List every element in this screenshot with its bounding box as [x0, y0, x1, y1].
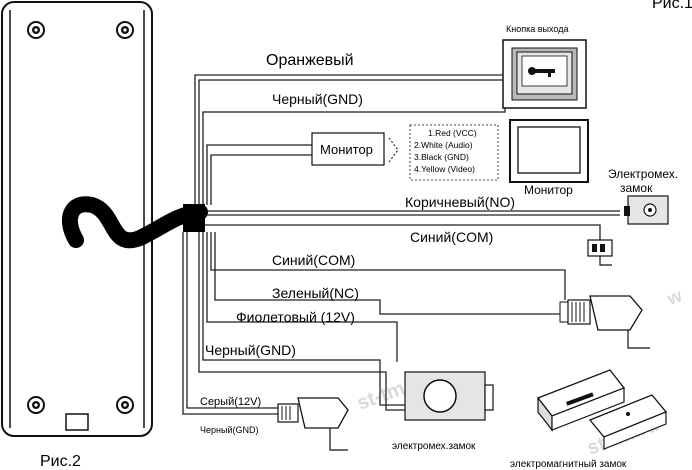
dc-plug-icon: [587, 239, 613, 266]
wire-label-black-gnd: Черный(GND): [272, 91, 363, 107]
wire-label-violet-12v: Фиолетовый (12V): [236, 309, 355, 325]
pinout-line: 2.White (Audio): [414, 140, 473, 150]
screw-icon: [27, 396, 45, 414]
monitor-icon: [509, 119, 589, 183]
wire-label-blue-com: Синий(COM): [410, 229, 493, 245]
electromech-lock-icon: [624, 195, 669, 225]
pinout-line: 4.Yellow (Video): [414, 164, 475, 174]
electromagnetic-lock-icon: [536, 369, 668, 450]
monitor-label: Монитор: [524, 183, 573, 197]
pinout-box: [409, 124, 499, 181]
electromagnetic-lock-label: электромагнитный замок: [510, 459, 627, 470]
electromech-lock-label: Электромех.: [608, 167, 678, 181]
pinout-line: 3.Black (GND): [414, 152, 469, 162]
cable-bundle: [61, 196, 208, 249]
screw-icon: [27, 21, 45, 39]
wire-label-grey-12v: Серый(12V): [200, 396, 261, 408]
screw-icon: [116, 396, 134, 414]
exit-button-label: Кнопка выхода: [506, 24, 568, 34]
power-adapter-icon: [559, 295, 650, 349]
electromech-lock-label: замок: [620, 181, 653, 195]
monitor-box-label: Монитор: [320, 142, 373, 157]
panel-tab: [65, 413, 89, 431]
wire-label-blue-com: Синий(COM): [272, 252, 355, 268]
wire-label-brown-no: Коричневый(NO): [405, 194, 515, 210]
figure-tag-bottom: Рис.2: [40, 453, 81, 470]
wire-label-black-gnd: Черный(GND): [205, 342, 296, 358]
electromech-lock-bottom-label: электромех.замок: [392, 441, 476, 452]
figure-tag-top: Рис.1: [652, 0, 692, 12]
watermark: w: [664, 285, 686, 309]
wires: [182, 74, 620, 415]
wire-label-orange: Оранжевый: [266, 52, 354, 69]
connector-arrow-icon: [388, 137, 399, 163]
pinout-line: 1.Red (VCC): [428, 128, 477, 138]
wire-label-green-nc: Зеленый(NC): [272, 285, 359, 301]
cable-connector: [183, 204, 205, 232]
electromech-lock-bottom-icon: [404, 371, 494, 421]
exit-button-icon: [502, 39, 587, 109]
power-jack-icon: [277, 397, 349, 451]
screw-icon: [116, 21, 134, 39]
monitor-box: [311, 132, 385, 166]
wire-label-black-gnd: Черный(GND): [200, 425, 258, 435]
